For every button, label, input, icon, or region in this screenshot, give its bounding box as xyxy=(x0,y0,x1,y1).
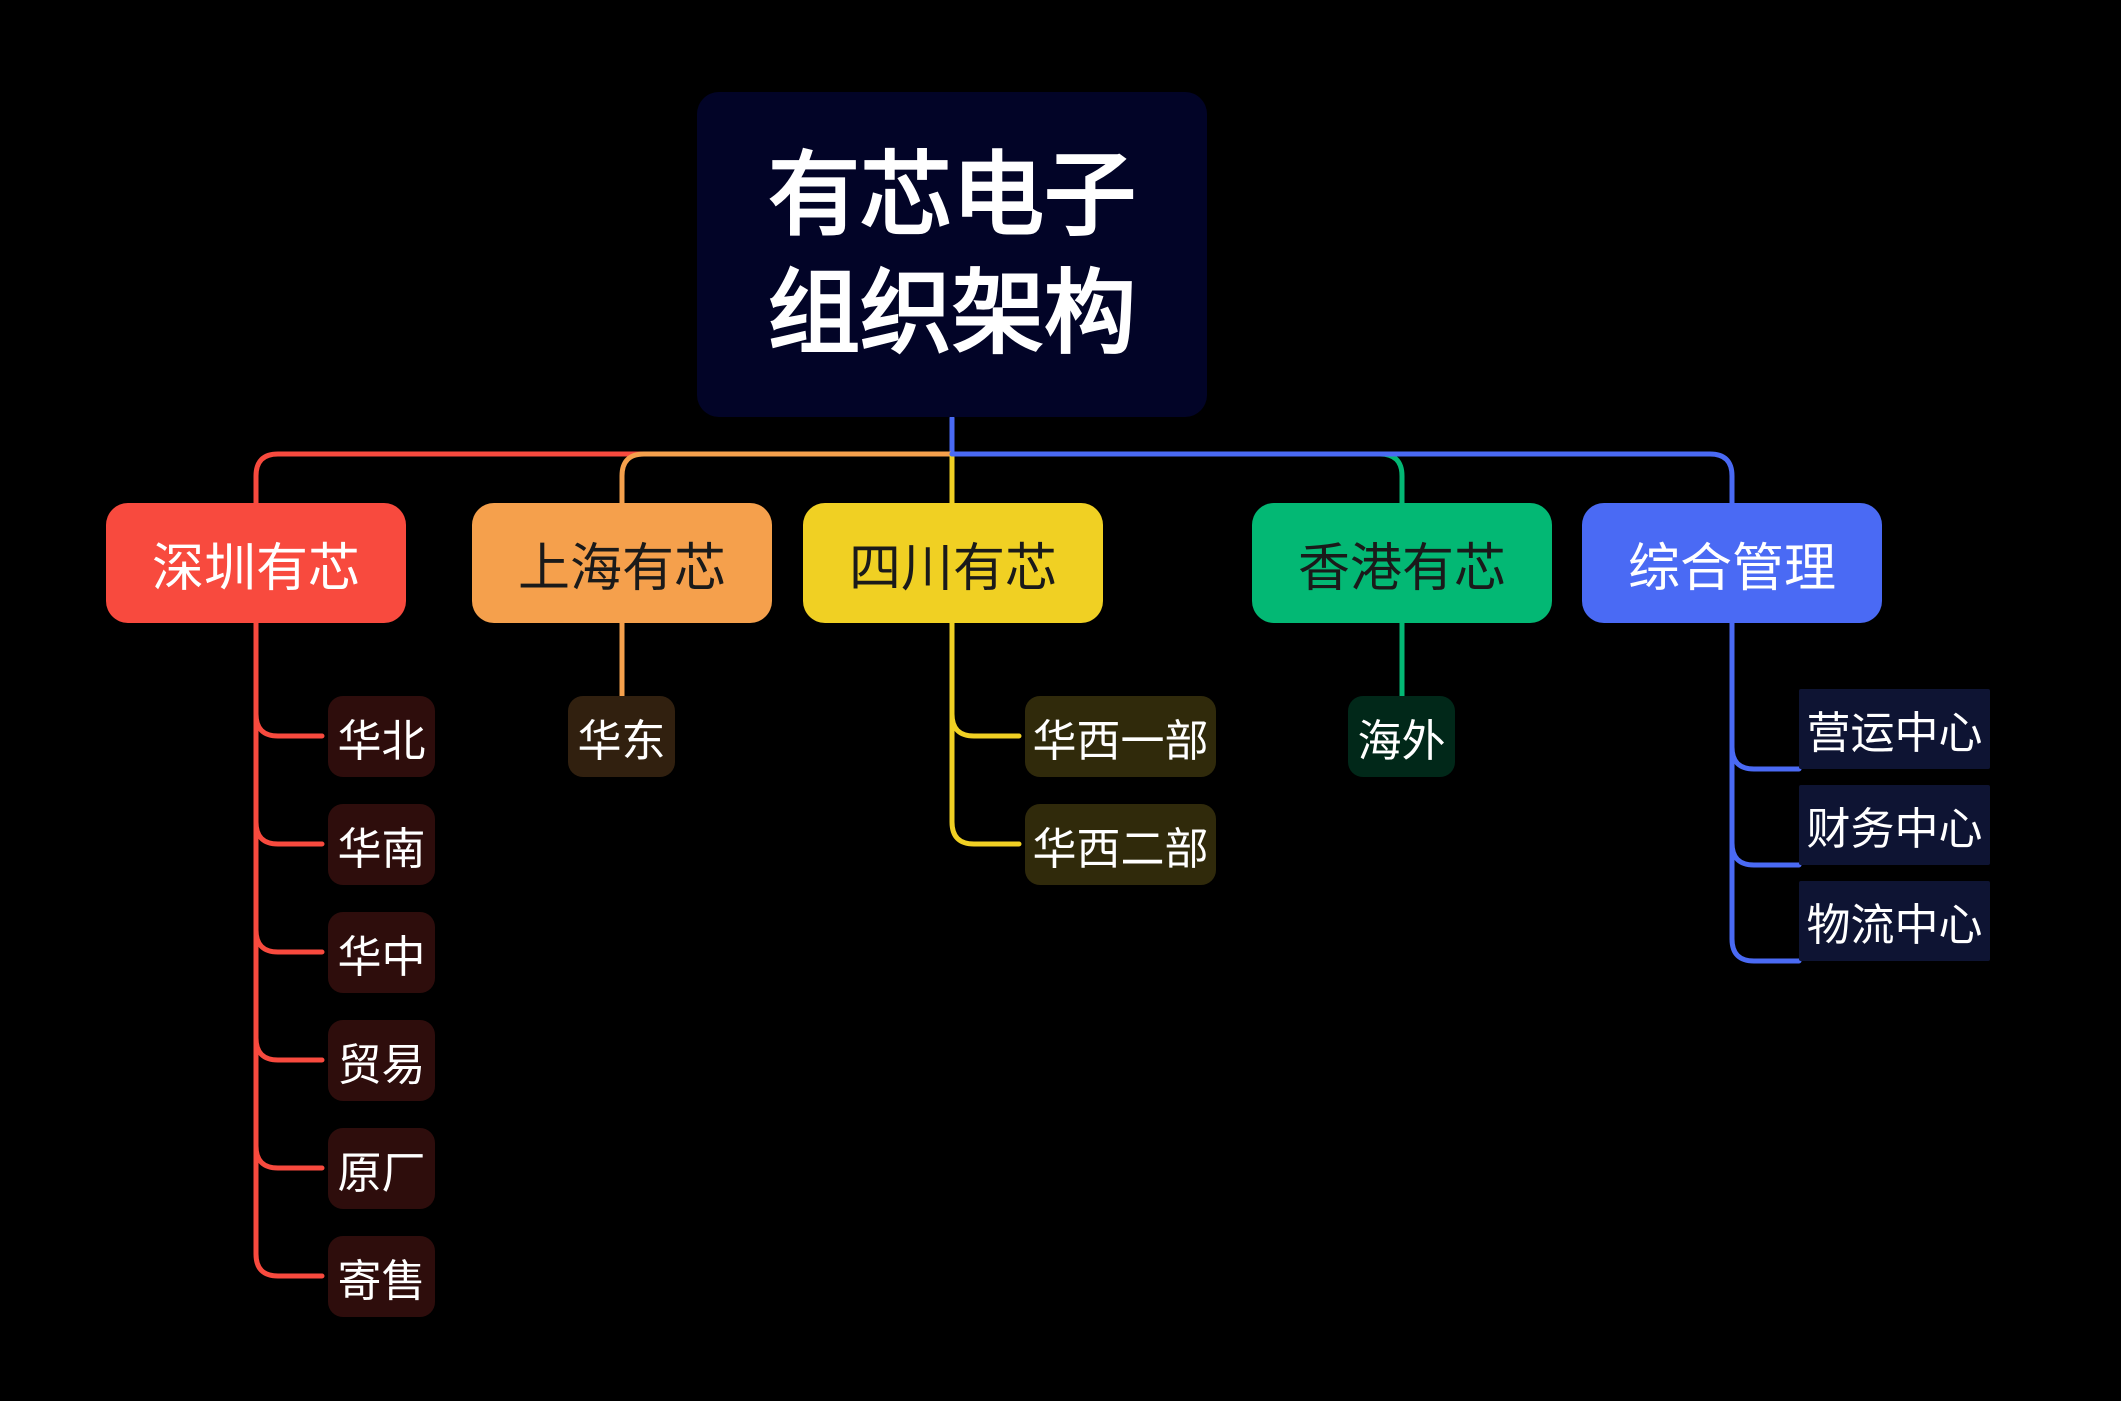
leaf-shenzhen-2[interactable]: 华南 xyxy=(328,804,435,885)
leaf-label: 物流中心 xyxy=(1806,900,1983,951)
connector-management-leaf-1 xyxy=(1729,620,1802,772)
connector-shenzhen-leaf-3 xyxy=(253,620,325,955)
leaf-shenzhen-5[interactable]: 原厂 xyxy=(328,1128,435,1209)
branch-shenzhen-label: 深圳有芯 xyxy=(151,538,360,599)
leaf-label: 原厂 xyxy=(337,1147,426,1199)
leaf-sichuan-1[interactable]: 华西一部 xyxy=(1025,696,1216,777)
branch-sichuan-label: 四川有芯 xyxy=(848,538,1057,599)
leaf-label: 海外 xyxy=(1357,715,1446,767)
root-title-line1: 有芯电子 xyxy=(767,141,1136,249)
root-title-line2: 组织架构 xyxy=(767,259,1136,367)
leaf-label: 华北 xyxy=(337,715,426,767)
connector-sichuan-leaf-1 xyxy=(949,620,1022,739)
leaf-label: 财务中心 xyxy=(1806,804,1983,855)
connector-shenzhen-leaf-6 xyxy=(253,620,325,1279)
branch-shenzhen[interactable]: 深圳有芯 xyxy=(106,503,406,623)
leaf-label: 营运中心 xyxy=(1806,708,1983,759)
leaf-label: 华西二部 xyxy=(1032,823,1209,875)
connector-bus-shanghai xyxy=(619,451,955,506)
leaf-shenzhen-3[interactable]: 华中 xyxy=(328,912,435,993)
leaf-management-1[interactable]: 营运中心 xyxy=(1799,689,1990,769)
leaf-shenzhen-6[interactable]: 寄售 xyxy=(328,1236,435,1317)
branch-sichuan[interactable]: 四川有芯 xyxy=(803,503,1103,623)
leaf-label: 华西一部 xyxy=(1032,715,1209,767)
root-node[interactable]: 有芯电子 组织架构 xyxy=(697,92,1207,417)
branch-shanghai-label: 上海有芯 xyxy=(517,538,726,599)
branch-management-label: 综合管理 xyxy=(1627,538,1836,599)
leaf-management-2[interactable]: 财务中心 xyxy=(1799,785,1990,865)
leaf-label: 华中 xyxy=(337,931,426,983)
connector-bus-hongkong xyxy=(949,451,1405,506)
branch-management[interactable]: 综合管理 xyxy=(1582,503,1882,623)
connector-sichuan-leaf-2 xyxy=(949,620,1022,847)
leaf-label: 寄售 xyxy=(337,1255,426,1307)
leaf-shenzhen-1[interactable]: 华北 xyxy=(328,696,435,777)
branch-hongkong-label: 香港有芯 xyxy=(1297,538,1506,599)
leaf-shenzhen-4[interactable]: 贸易 xyxy=(328,1020,435,1101)
leaf-sichuan-2[interactable]: 华西二部 xyxy=(1025,804,1216,885)
leaf-management-3[interactable]: 物流中心 xyxy=(1799,881,1990,961)
leaf-shanghai-1[interactable]: 华东 xyxy=(568,696,675,777)
leaf-label: 华南 xyxy=(337,823,426,875)
connector-shenzhen-leaf-1 xyxy=(253,620,325,739)
branch-shanghai[interactable]: 上海有芯 xyxy=(472,503,772,623)
branch-hongkong[interactable]: 香港有芯 xyxy=(1252,503,1552,623)
leaf-label: 华东 xyxy=(577,715,666,767)
connector-bus-management xyxy=(949,451,1735,506)
connector-shenzhen-leaf-5 xyxy=(253,620,325,1171)
connector-management-leaf-3 xyxy=(1729,620,1802,964)
connector-bus-shenzhen xyxy=(253,451,955,506)
leaf-hongkong-1[interactable]: 海外 xyxy=(1348,696,1455,777)
leaf-label: 贸易 xyxy=(337,1039,426,1091)
connector-management-leaf-2 xyxy=(1729,620,1802,868)
